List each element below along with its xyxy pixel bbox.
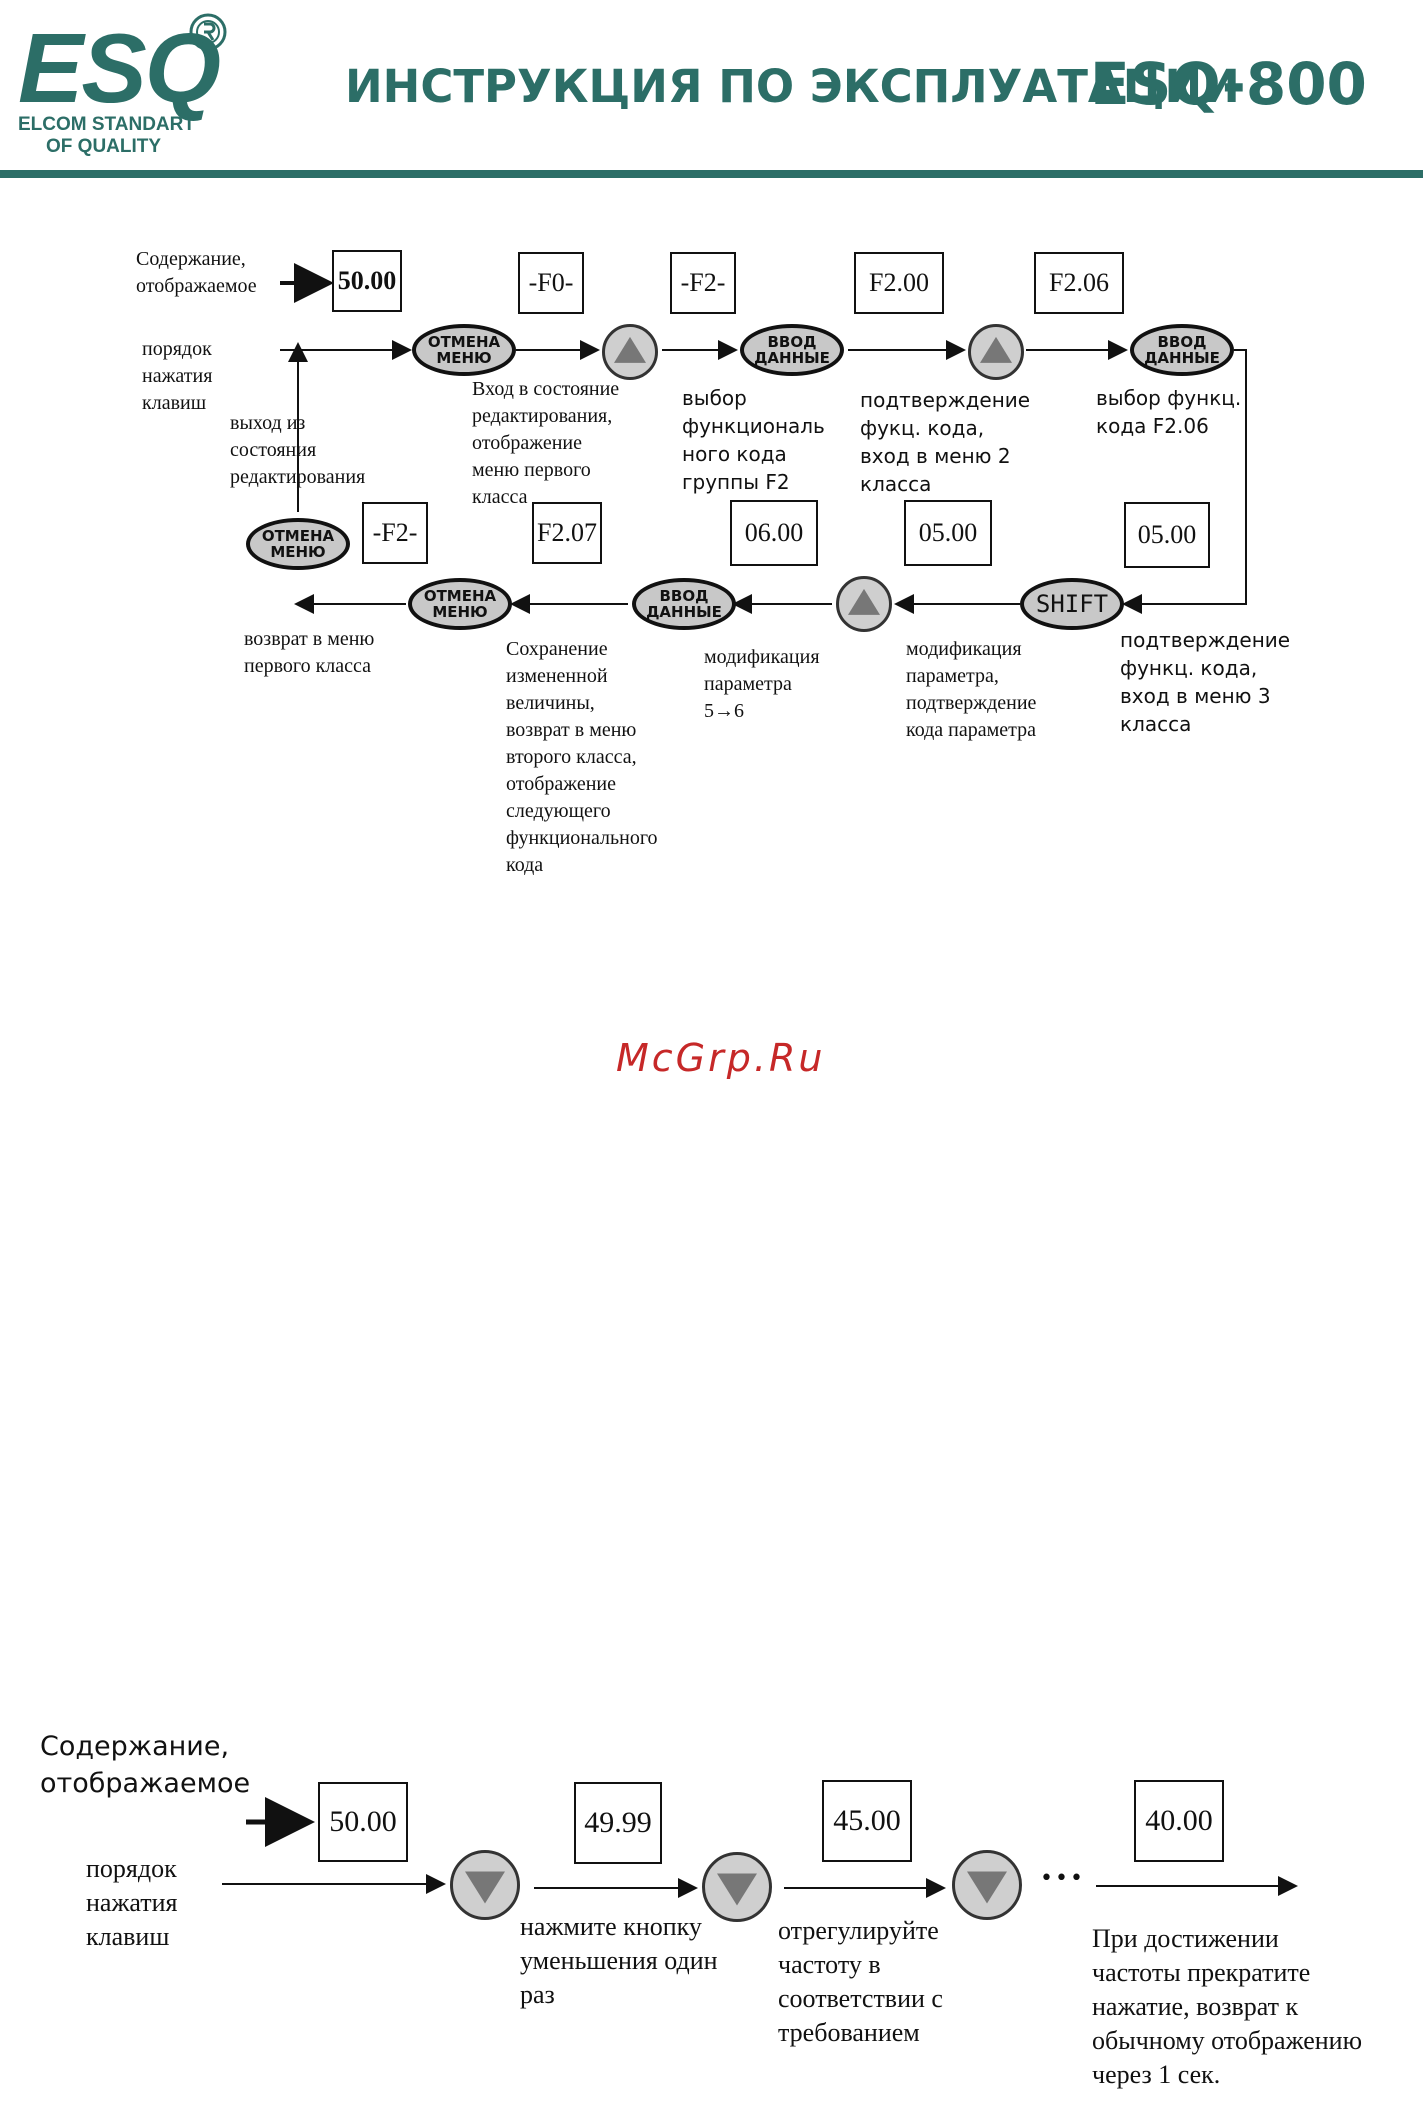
logo-tagline-1: ELCOM STANDART	[18, 114, 195, 135]
display-box: 06.00	[730, 500, 818, 566]
diagram2-keys-label: порядок нажатия клавиш	[86, 1854, 178, 1951]
ellipsis-text: •••	[1040, 1866, 1085, 1891]
diagram1-keys-label: порядок нажатия клавиш	[142, 338, 213, 414]
diagram1-note-4: выбор функц.кода F2.06	[1096, 386, 1242, 438]
diagram1-exit-label: выход из состояния редактирования	[230, 412, 366, 488]
header-divider	[0, 170, 1423, 178]
display-box: -F0-	[518, 252, 584, 314]
display-box: F2.07	[532, 502, 602, 564]
watermark-text: McGrp.Ru	[616, 1036, 826, 1080]
display-box: 05.00	[904, 500, 992, 566]
display-box: 50.00	[318, 1782, 408, 1862]
logo-wordmark: ESQ	[18, 13, 221, 123]
registered-mark-icon	[188, 12, 228, 52]
diagram1-display-label: Содержание, отображаемое	[136, 248, 257, 297]
logo-tagline-2: OF QUALITY	[46, 136, 162, 157]
display-box: -F2-	[670, 252, 736, 314]
up-arrow-key-icon[interactable]	[602, 324, 658, 380]
down-arrow-key-icon[interactable]	[450, 1850, 520, 1920]
display-box: 50.00	[332, 250, 402, 312]
display-box: -F2-	[362, 502, 428, 564]
display-box: 45.00	[822, 1780, 912, 1862]
display-box: F2.00	[854, 252, 944, 314]
display-box: 49.99	[574, 1782, 662, 1864]
shift-key-button[interactable]: SHIFT	[1020, 578, 1124, 630]
display-box: 05.00	[1124, 502, 1210, 568]
document-model: ESQ-800	[1090, 50, 1367, 118]
down-arrow-key-icon[interactable]	[702, 1852, 772, 1922]
display-box: F2.06	[1034, 252, 1124, 314]
up-arrow-key-icon[interactable]	[968, 324, 1024, 380]
display-box: 40.00	[1134, 1780, 1224, 1862]
down-arrow-key-icon[interactable]	[952, 1850, 1022, 1920]
diagram2-display-label: Содержание, отображаемое	[40, 1731, 251, 1799]
up-arrow-key-icon[interactable]	[836, 576, 892, 632]
document-title: ИНСТРУКЦИЯ ПО ЭКСПЛУАТАЦИИ	[345, 60, 1240, 113]
